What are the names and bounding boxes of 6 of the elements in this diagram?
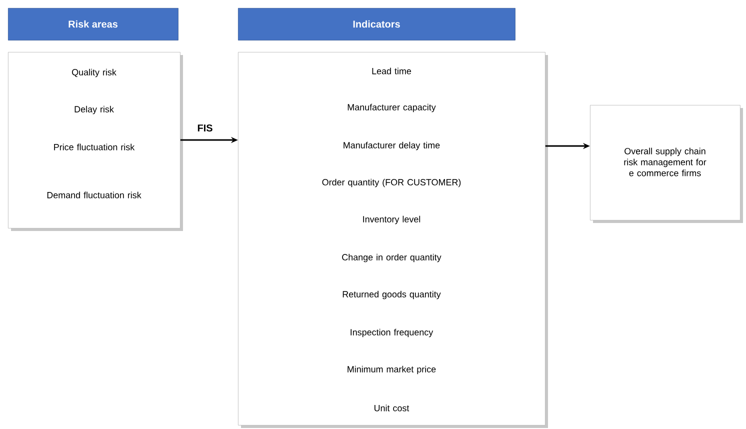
process-box: Overall supply chain risk management for e commerce firms xyxy=(590,105,743,223)
node-label: Indicators xyxy=(353,20,400,28)
list-box: Indicators Lead time Manufacturer capacity Manufacturer delay time Order quantity (FOR CUSTOMER) Inventory level Change in order quantity Returned goods quantity Inspection frequency Minimum market price Unit cost xyxy=(238,8,548,428)
edge-label: FIS xyxy=(198,124,212,132)
list-box: Risk areas Quality risk Delay risk Price fluctuation risk Demand fluctuation risk xyxy=(8,8,183,231)
node-label: Risk areas xyxy=(68,20,118,28)
